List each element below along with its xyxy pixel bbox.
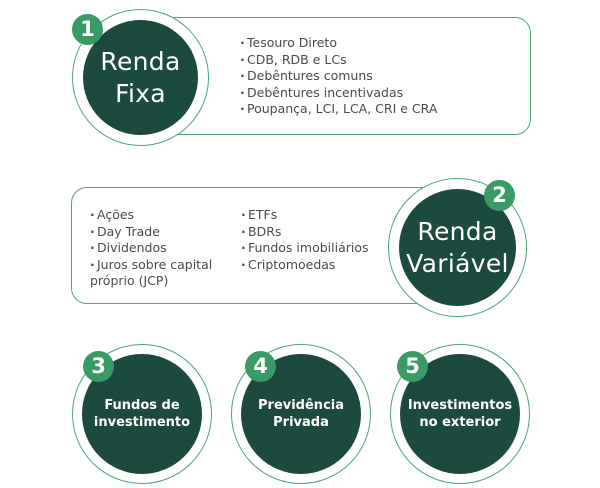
previdencia-title: Previdência Privada [258,398,344,430]
number-badge-3: 3 [83,351,114,382]
number-badge-4: 4 [245,351,276,382]
list-item: Debêntures incentivadas [240,85,437,102]
renda-fixa-circle: Renda Fixa [83,20,198,135]
renda-fixa-list-box: Tesouro Direto CDB, RDB e LCs Debêntures… [140,17,531,135]
renda-fixa-list: Tesouro Direto CDB, RDB e LCs Debêntures… [240,35,437,118]
renda-fixa-title: Renda Fixa [100,46,181,108]
list-item: Fundos imobiliários [241,240,369,257]
list-item: Poupança, LCI, LCA, CRI e CRA [240,101,437,118]
renda-variavel-title: Renda Variável [406,216,509,278]
list-item: ETFs [241,207,369,224]
fundos-title: Fundos de investimento [93,398,191,430]
list-item-continuation: próprio (JCP) [90,273,169,289]
number-badge-1: 1 [72,14,103,45]
exterior-title: Investimentos no exterior [407,398,513,430]
list-item: Criptomoedas [241,257,369,274]
number-badge-2: 2 [484,180,515,211]
list-item: BDRs [241,224,369,241]
list-item: Day Trade [90,224,212,241]
list-item: Dividendos [90,240,212,257]
list-item: CDB, RDB e LCs [240,52,437,69]
renda-variavel-list-col2: ETFs BDRs Fundos imobiliários Criptomoed… [241,207,369,273]
list-item: Debêntures comuns [240,68,437,85]
list-item: Juros sobre capital [90,257,212,274]
list-item: Ações [90,207,212,224]
renda-variavel-list-col1: Ações Day Trade Dividendos Juros sobre c… [90,207,212,290]
number-badge-5: 5 [397,351,428,382]
list-item: Tesouro Direto [240,35,437,52]
